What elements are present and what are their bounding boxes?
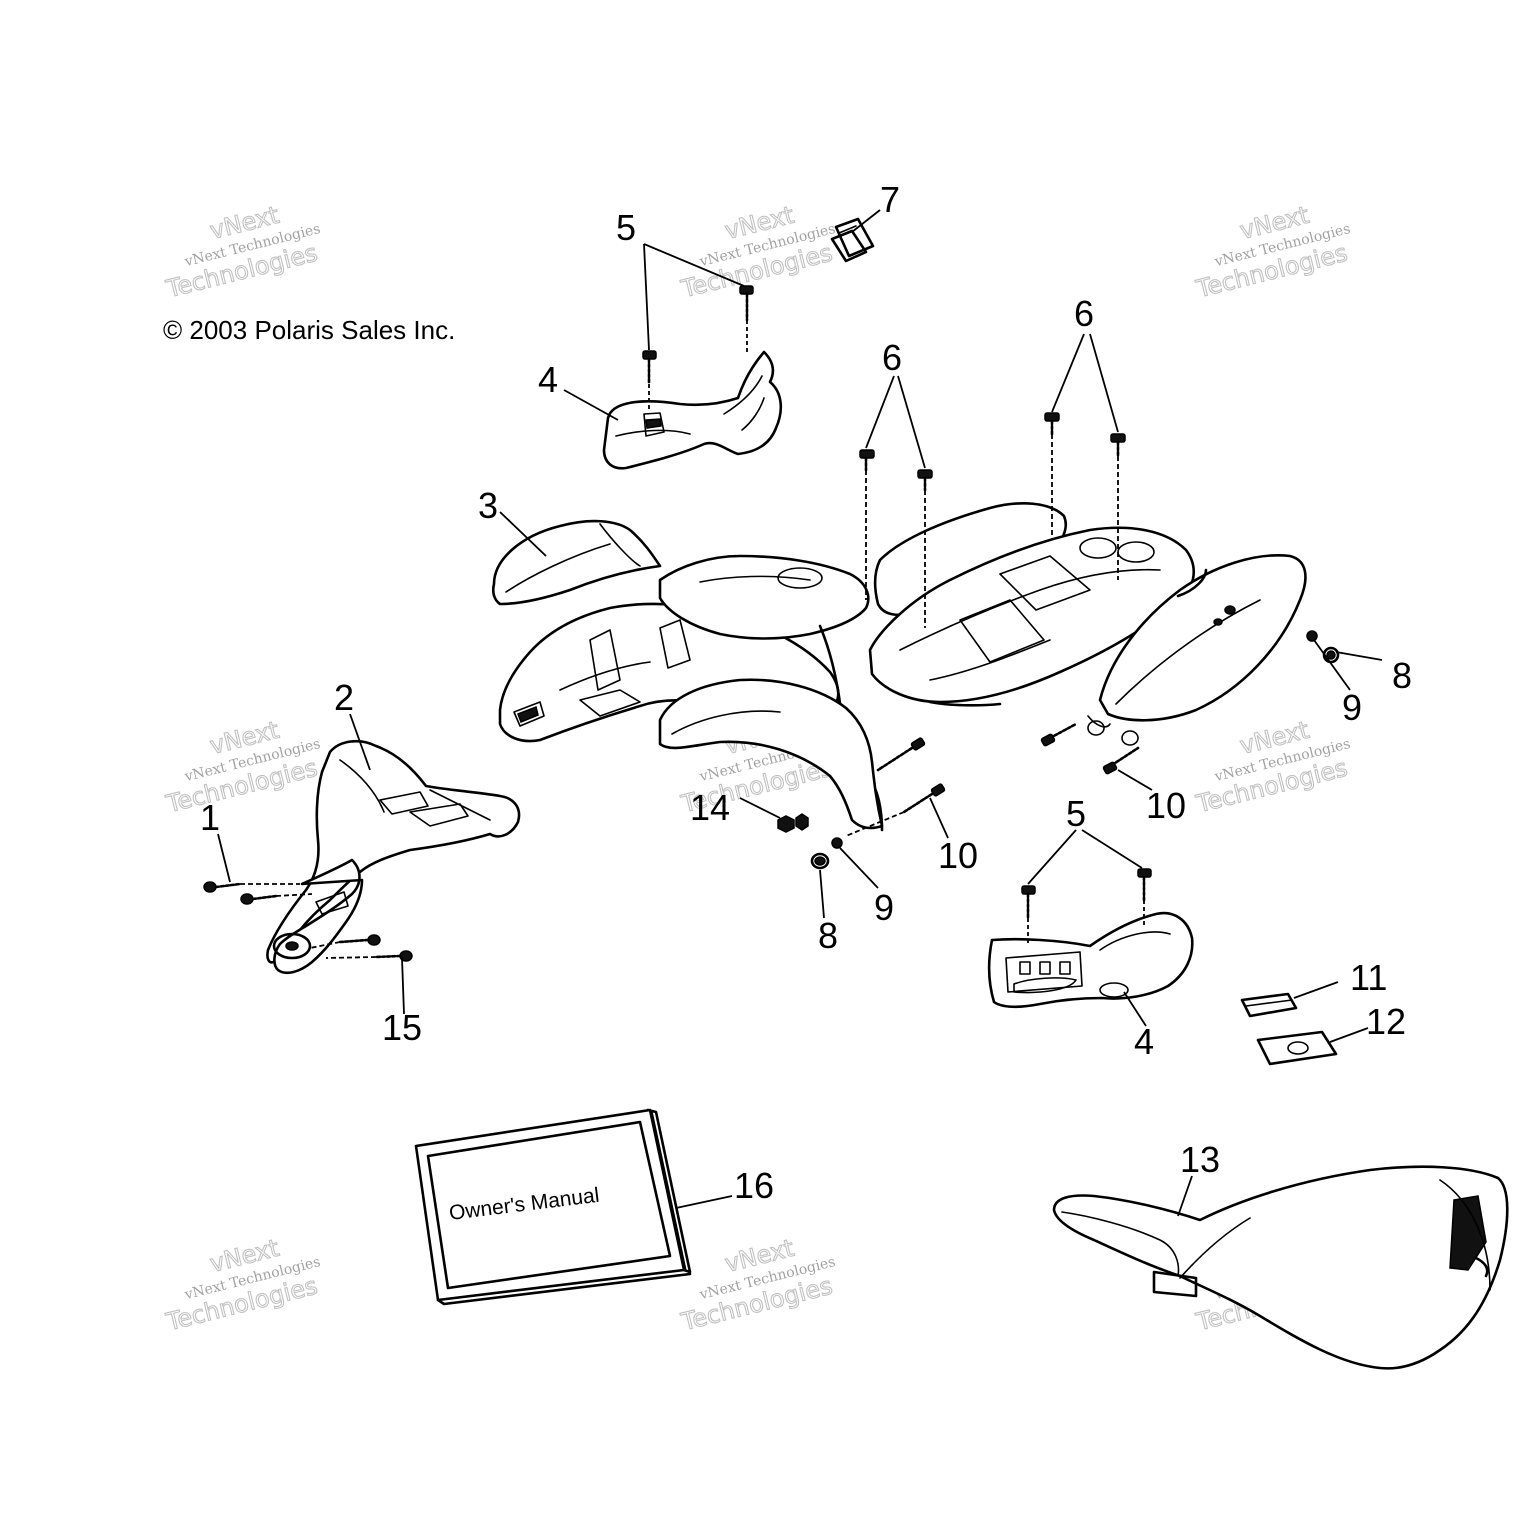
callout-9-right: 9: [1342, 687, 1362, 728]
watermark-top-center: vNext vNext Technologies Technologies: [677, 200, 837, 304]
callout-8-right: 8: [1392, 655, 1412, 696]
bolt-icon: [876, 737, 926, 772]
callout-10-left: 10: [938, 835, 978, 876]
callout-14: 14: [690, 787, 730, 828]
watermark-top-left: vNext vNext Technologies Technologies: [162, 200, 322, 304]
part-2-front-bumper: [266, 739, 521, 975]
callout-6-right: 6: [1074, 293, 1094, 334]
bolt-icon: [739, 285, 754, 322]
part-4-side-panel-bottom: [987, 911, 1194, 1009]
bolt-icon: [1044, 412, 1060, 436]
copyright-notice: © 2003 Polaris Sales Inc.: [163, 315, 455, 345]
bolt-icon: [240, 893, 278, 905]
callout-4-top: 4: [538, 359, 558, 400]
callout-3: 3: [478, 485, 498, 526]
part-3-front-fender-body: [491, 502, 1307, 832]
leader-lines: [217, 209, 1383, 1217]
watermark-mid-left: vNext vNext Technologies Technologies: [162, 715, 322, 819]
washer-icon: [831, 837, 843, 849]
part-4-side-panel-top: [602, 350, 783, 470]
bolt-icon: [374, 950, 413, 962]
callout-15: 15: [382, 1007, 422, 1048]
callout-4-bottom: 4: [1134, 1021, 1154, 1062]
bolt-icon: [642, 350, 657, 386]
callout-11: 11: [1350, 957, 1387, 998]
bolt-icon: [859, 449, 875, 472]
bolt-icon: [1102, 746, 1140, 775]
watermark-bottom-left: vNext vNext Technologies Technologies: [162, 1233, 322, 1337]
callout-1: 1: [200, 797, 220, 838]
watermark-mid-right: vNext vNext Technologies Technologies: [1192, 715, 1352, 819]
washer-icon: [1306, 630, 1318, 642]
callout-5-bottom: 5: [1066, 793, 1086, 834]
callout-10-right: 10: [1146, 785, 1186, 826]
nut-icon: [795, 813, 809, 831]
callout-5-top: 5: [616, 207, 636, 248]
callout-2: 2: [334, 677, 354, 718]
part-13-seat: [1052, 1165, 1509, 1370]
bolt-icon: [203, 881, 242, 893]
bolt-icon: [917, 469, 933, 492]
bolt-icon: [902, 783, 946, 814]
callout-8-left: 8: [818, 915, 838, 956]
bolt-icon: [1021, 885, 1036, 920]
watermark-top-right: vNext vNext Technologies Technologies: [1192, 200, 1352, 304]
part-11-decal: [1240, 992, 1298, 1018]
callout-7: 7: [880, 179, 900, 220]
part-14-nut: [777, 815, 795, 833]
manual-cover-title: Owner's Manual: [448, 1184, 601, 1225]
bolt-icon: [1110, 433, 1126, 458]
callout-16: 16: [734, 1165, 774, 1206]
part-8-nut-rear: [1322, 646, 1340, 664]
part-8-nut-front: [810, 852, 830, 870]
part-16-owners-manual: Owner's Manual: [414, 1108, 692, 1306]
bolt-icon: [1137, 868, 1152, 902]
callout-9-left: 9: [874, 887, 894, 928]
bolt-icon: [1040, 722, 1078, 747]
callout-12: 12: [1366, 1001, 1406, 1042]
callout-6-left: 6: [882, 337, 902, 378]
part-12-plate: [1256, 1030, 1338, 1066]
part-7-plate: [830, 217, 875, 263]
callout-13: 13: [1180, 1139, 1220, 1180]
watermark-bottom-center: vNext vNext Technologies Technologies: [677, 1233, 837, 1337]
bolt-icon: [338, 934, 381, 946]
